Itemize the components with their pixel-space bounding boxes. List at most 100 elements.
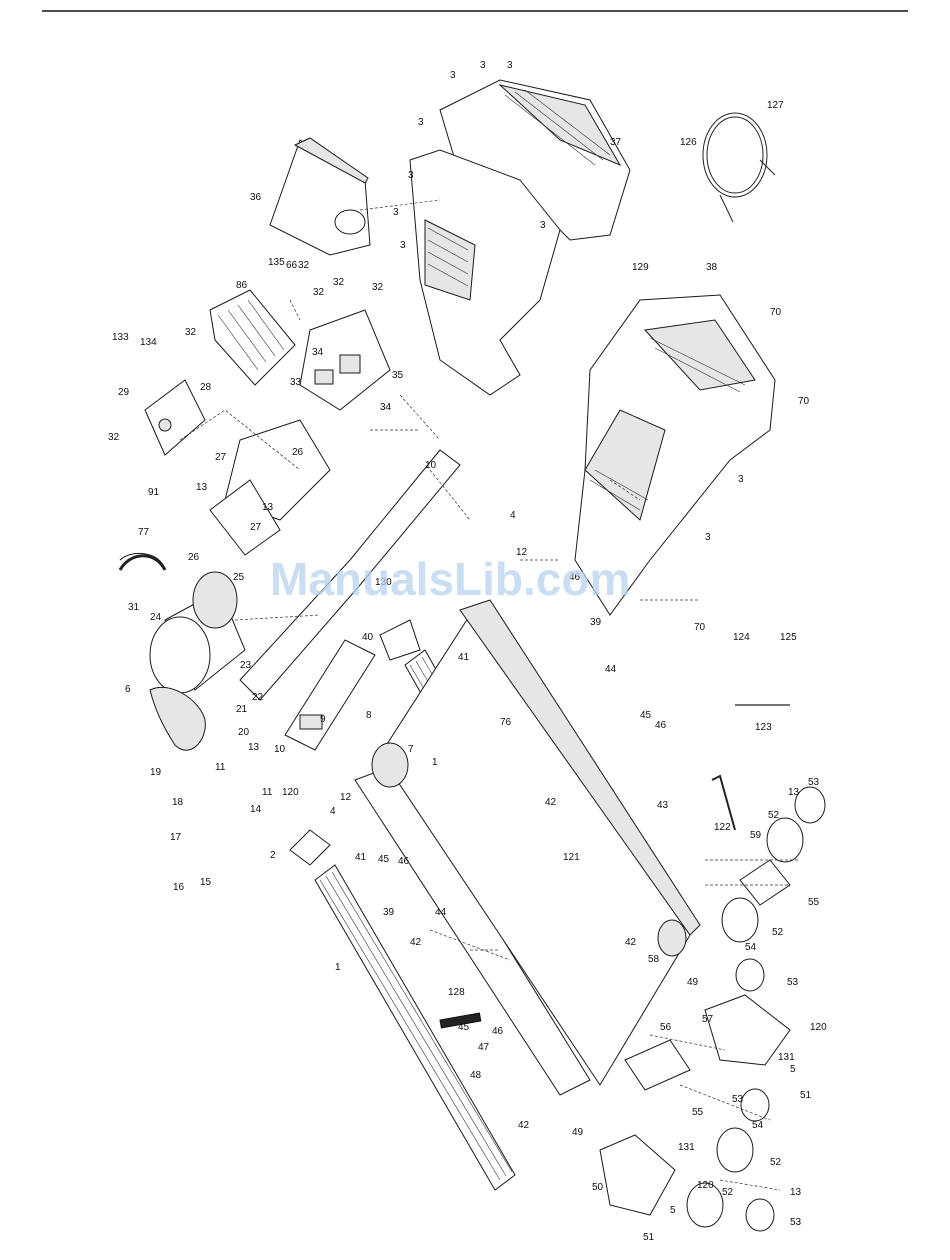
callout-26: 26 [188, 552, 200, 563]
callout-32: 32 [313, 287, 325, 298]
callout-46: 46 [398, 856, 410, 867]
callout-25: 25 [233, 572, 245, 583]
callout-130: 130 [375, 577, 392, 588]
walking-deck-part [354, 599, 701, 1096]
callout-52: 52 [772, 927, 784, 938]
callout-57: 57 [702, 1014, 714, 1025]
callout-36: 36 [250, 192, 262, 203]
callout-58: 58 [648, 954, 660, 965]
callout-40: 40 [362, 632, 374, 643]
callout-70: 70 [694, 622, 706, 633]
callout-33: 33 [290, 377, 302, 388]
motor-guard-part [209, 419, 331, 556]
callout-134: 134 [140, 337, 157, 348]
callout-32: 32 [372, 282, 384, 293]
allen-wrench-part [711, 774, 736, 831]
callout-32: 32 [185, 327, 197, 338]
callout-27: 27 [215, 452, 227, 463]
drive-belt-part [149, 686, 206, 751]
callout-2: 2 [270, 850, 276, 861]
callout-3: 3 [393, 207, 399, 218]
callout-131: 131 [778, 1052, 795, 1063]
callout-120: 120 [697, 1180, 714, 1191]
callout-120: 120 [810, 1022, 827, 1033]
callout-3: 3 [705, 532, 711, 543]
rear-endcap-right-part [704, 994, 791, 1066]
callout-labels: 3 3 3 3 3 3 3 3 3 3 37 36 127 126 129 38… [108, 60, 827, 1243]
callout-49: 49 [687, 977, 699, 988]
callout-16: 16 [173, 882, 185, 893]
controller-board-part [299, 309, 391, 411]
callout-133: 133 [112, 332, 129, 343]
callout-54: 54 [745, 942, 757, 953]
callout-11: 11 [262, 787, 273, 798]
assembly-lines [179, 199, 800, 1191]
callout-41: 41 [458, 652, 470, 663]
callout-35: 35 [392, 370, 404, 381]
callout-39: 39 [383, 907, 395, 918]
callout-6: 6 [125, 684, 131, 695]
callout-129: 129 [632, 262, 649, 273]
callout-76: 76 [500, 717, 512, 728]
belt-guard-part [118, 554, 167, 571]
callout-121: 121 [563, 852, 580, 863]
callout-4: 4 [330, 806, 336, 817]
callout-5: 5 [790, 1064, 796, 1075]
callout-52: 52 [768, 810, 780, 821]
callout-31: 31 [128, 602, 140, 613]
callout-1: 1 [432, 757, 438, 768]
callout-43: 43 [657, 800, 669, 811]
callout-51: 51 [800, 1090, 812, 1101]
callout-12: 12 [340, 792, 352, 803]
callout-13: 13 [196, 482, 208, 493]
callout-3: 3 [738, 474, 744, 485]
callout-9: 9 [320, 714, 326, 725]
callout-3: 3 [400, 240, 406, 251]
callout-3: 3 [507, 60, 513, 71]
callout-7: 7 [408, 744, 414, 755]
callout-59: 59 [750, 830, 762, 841]
callout-46: 46 [569, 572, 581, 583]
controller-heatsink-part [209, 289, 296, 386]
callout-28: 28 [200, 382, 212, 393]
callout-127: 127 [767, 100, 784, 111]
callout-29: 29 [118, 387, 130, 398]
callout-123: 123 [755, 722, 772, 733]
callout-124: 124 [733, 632, 750, 643]
callout-77: 77 [138, 527, 150, 538]
callout-49: 49 [572, 1127, 584, 1138]
callout-42: 42 [410, 937, 422, 948]
side-rail-left-part [314, 864, 516, 1191]
callout-52: 52 [722, 1187, 734, 1198]
callout-13: 13 [262, 502, 274, 513]
callout-3: 3 [540, 220, 546, 231]
callout-14: 14 [250, 804, 262, 815]
callout-131: 131 [678, 1142, 695, 1153]
callout-32: 32 [108, 432, 120, 443]
callout-5: 5 [670, 1205, 676, 1216]
callout-52: 52 [770, 1157, 782, 1168]
hood-bracket-part [289, 829, 331, 866]
rear-endcap-left-part [599, 1134, 676, 1216]
callout-22: 22 [252, 692, 264, 703]
base-frame-part [574, 294, 776, 616]
filter-board-part [144, 379, 206, 456]
upright-assembly-part [409, 149, 561, 396]
callout-3: 3 [450, 70, 456, 81]
callout-45: 45 [378, 854, 390, 865]
callout-44: 44 [605, 664, 617, 675]
callout-128: 128 [448, 987, 465, 998]
callout-3: 3 [480, 60, 486, 71]
callout-53: 53 [787, 977, 799, 988]
callout-48: 48 [470, 1070, 482, 1081]
callout-55: 55 [808, 897, 820, 908]
callout-27: 27 [250, 522, 262, 533]
callout-32: 32 [333, 277, 345, 288]
callout-53: 53 [790, 1217, 802, 1228]
callout-4: 4 [510, 510, 516, 521]
callout-46: 46 [492, 1026, 504, 1037]
callout-26: 26 [292, 447, 304, 458]
callout-38: 38 [706, 262, 718, 273]
callout-21: 21 [236, 704, 248, 715]
